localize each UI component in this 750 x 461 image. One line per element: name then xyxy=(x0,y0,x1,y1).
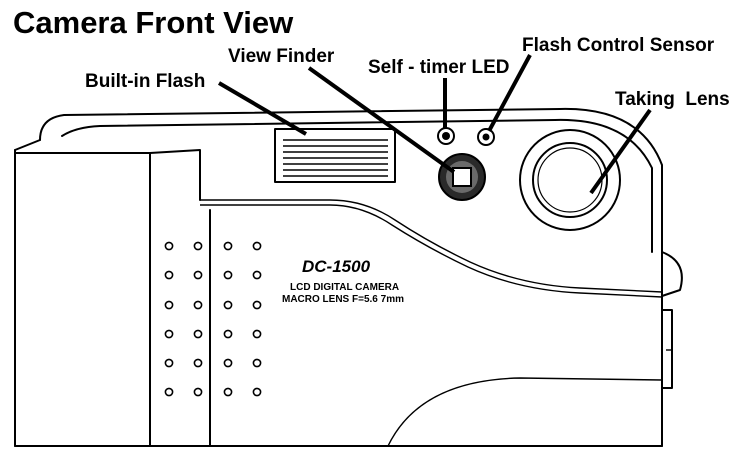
label-flash-control-sensor: Flash Control Sensor xyxy=(522,35,715,56)
leader-taking-lens xyxy=(589,108,652,195)
lens-spec-text: MACRO LENS F=5.6 7mm xyxy=(282,294,404,305)
leader-view-finder xyxy=(307,66,456,174)
leader-lines xyxy=(217,54,652,195)
label-view-finder: View Finder xyxy=(228,46,335,67)
label-self-timer-led: Self - timer LED xyxy=(368,57,509,78)
flash-lens-grille xyxy=(283,139,388,177)
view-finder xyxy=(438,153,486,201)
flash-control-sensor xyxy=(477,128,495,146)
leader-flash-control-sensor xyxy=(487,54,532,132)
camera-type-text: LCD DIGITAL CAMERA xyxy=(290,282,399,293)
label-built-in-flash: Built-in Flash xyxy=(85,71,205,92)
taking-lens xyxy=(519,129,621,231)
leader-built-in-flash xyxy=(217,81,308,136)
grip-dots xyxy=(164,241,262,397)
built-in-flash xyxy=(274,128,396,183)
label-taking-lens: Taking Lens xyxy=(615,89,730,110)
self-timer-led xyxy=(437,127,455,145)
model-name: DC-1500 xyxy=(302,257,371,276)
page-title: Camera Front View xyxy=(13,5,294,40)
camera-body xyxy=(14,107,683,447)
